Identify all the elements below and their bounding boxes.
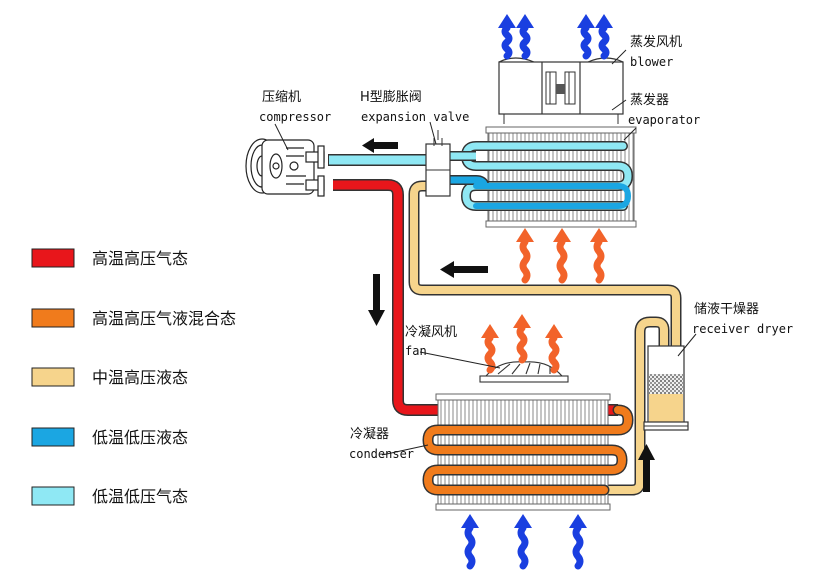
red-wavy-arrow-icon-shaft <box>484 334 496 374</box>
condenser-coil <box>422 404 634 496</box>
blue-wavy-arrow-icon-head <box>577 14 595 28</box>
flow-arrow-receiver <box>638 444 655 492</box>
blue-wavy-arrow-icon-head <box>516 14 534 28</box>
blue-wavy-arrow-icon-head <box>569 514 587 528</box>
flow-arrow-suction <box>362 138 398 153</box>
receiver-dryer-label-en: receiver dryer <box>692 322 793 336</box>
flow-arrow-liquid <box>440 261 488 278</box>
blue-wavy-arrow-icon-shaft <box>598 24 610 60</box>
expansion-valve-label-en: expansion valve <box>361 110 469 124</box>
legend-item: 低温低压气态 <box>31 486 188 506</box>
suction-line <box>328 151 476 166</box>
blue-wavy-arrow-icon-shaft <box>519 24 531 60</box>
blue-wavy-arrow-icon-shaft <box>464 524 476 570</box>
red-wavy-arrow-icon-shaft <box>593 238 605 284</box>
receiver-dryer-label-cn: 储液干燥器 <box>694 302 759 317</box>
blue-wavy-arrow-icon-shaft <box>572 524 584 570</box>
legend-label: 高温高压气液混合态 <box>92 309 236 328</box>
red-wavy-arrow-icon-head <box>513 314 531 328</box>
legend: 高温高压气态 高温高压气液混合态 中温高压液态 低温低压液态 低温低压气态 <box>31 248 236 506</box>
compressor-label-en: compressor <box>259 110 331 124</box>
expansion-valve <box>425 130 451 197</box>
red-wavy-arrow-icon-shaft <box>519 238 531 284</box>
red-wavy-arrow-icon-head <box>516 228 534 242</box>
fan-label-en: fan <box>405 344 427 358</box>
blue-wavy-arrow-icon-shaft <box>580 24 592 60</box>
red-wavy-arrow-icon-head <box>481 324 499 338</box>
red-wavy-arrow-icon-head <box>553 228 571 242</box>
legend-item: 高温高压气液混合态 <box>31 308 236 328</box>
legend-swatch <box>31 248 75 268</box>
leader-lines <box>274 49 697 456</box>
blue-wavy-arrow-icon-head <box>498 14 516 28</box>
legend-label: 低温低压气态 <box>92 487 188 506</box>
compressor <box>245 138 325 197</box>
blower-label-en: blower <box>630 55 673 69</box>
legend-label: 中温高压液态 <box>92 368 188 387</box>
legend-label: 高温高压气态 <box>92 249 188 268</box>
legend-item: 高温高压气态 <box>31 248 188 268</box>
discharge-line <box>333 179 618 416</box>
red-wavy-arrow-icon-head <box>590 228 608 242</box>
blower <box>498 57 624 124</box>
blower-label-cn: 蒸发风机 <box>630 34 682 50</box>
condenser-label-cn: 冷凝器 <box>350 426 389 442</box>
blue-wavy-arrow-icon-head <box>461 514 479 528</box>
compressor-label-cn: 压缩机 <box>262 89 301 105</box>
blue-wavy-arrow-icon-shaft <box>501 24 513 60</box>
evaporator-label-en: evaporator <box>628 113 700 127</box>
blue-wavy-arrow-icon-head <box>595 14 613 28</box>
legend-item: 中温高压液态 <box>31 367 188 387</box>
expansion-valve-label-cn: H型膨胀阀 <box>360 90 422 105</box>
blue-wavy-arrow-icon-shaft <box>517 524 529 570</box>
evaporator-label-cn: 蒸发器 <box>630 92 669 108</box>
legend-item: 低温低压液态 <box>31 427 188 447</box>
red-wavy-arrow-icon-shaft <box>556 238 568 284</box>
red-wavy-arrow-icon-shaft <box>516 324 528 364</box>
legend-swatch <box>31 367 75 387</box>
liquid-line <box>408 180 682 496</box>
receiver-dryer <box>643 345 689 431</box>
flow-arrow-discharge <box>368 274 385 326</box>
fan-label-cn: 冷凝风机 <box>405 324 457 340</box>
red-wavy-arrow-icon-head <box>545 324 563 338</box>
air-arrows <box>461 14 613 570</box>
condenser-label-en: condenser <box>349 447 414 461</box>
red-wavy-arrow-icon-shaft <box>548 334 560 374</box>
legend-label: 低温低压液态 <box>92 428 188 447</box>
legend-swatch <box>31 486 75 506</box>
legend-swatch <box>31 308 75 328</box>
blue-wavy-arrow-icon-head <box>514 514 532 528</box>
legend-swatch <box>31 427 75 447</box>
